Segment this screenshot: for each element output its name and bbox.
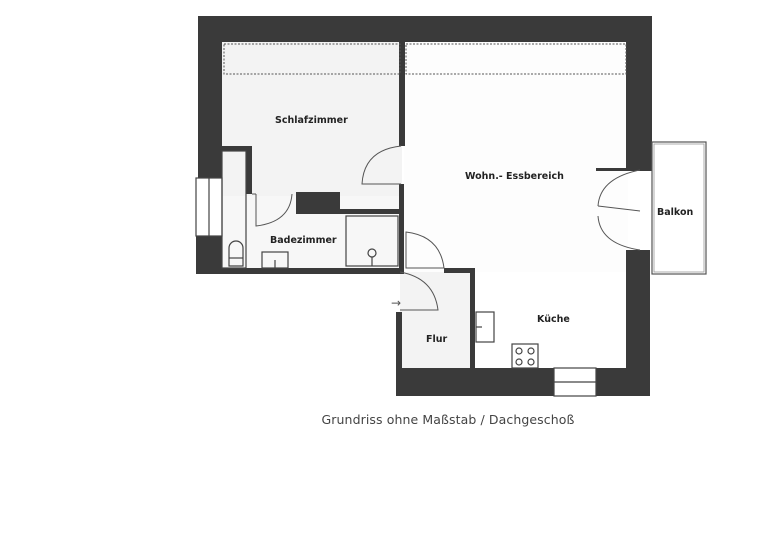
kitchen-fixtures	[475, 311, 597, 397]
room-label-balkon: Balkon	[657, 207, 693, 218]
toilet-icon	[228, 240, 244, 267]
sloped-ceiling-lines	[223, 43, 627, 75]
balkon-outline	[651, 141, 707, 275]
room-label-badezimmer: Badezimmer	[270, 235, 337, 246]
room-label-schlafzimmer: Schlafzimmer	[275, 115, 348, 126]
room-label-flur: Flur	[426, 334, 448, 345]
stove-icon	[511, 343, 539, 369]
plan-caption: Grundriss ohne Maßstab / Dachgeschoß	[321, 412, 575, 427]
room-label-kueche: Küche	[537, 314, 570, 325]
walls	[196, 16, 652, 396]
kueche-floor	[474, 272, 628, 368]
flur-floor	[400, 272, 470, 368]
bath-fixtures	[221, 150, 399, 269]
entrance-arrow-icon: →	[391, 296, 401, 310]
bath-window	[195, 177, 223, 237]
doors	[252, 145, 641, 311]
wohn-essbereich-floor	[404, 42, 628, 274]
room-label-wohn-essbereich: Wohn.- Essbereich	[465, 171, 564, 182]
